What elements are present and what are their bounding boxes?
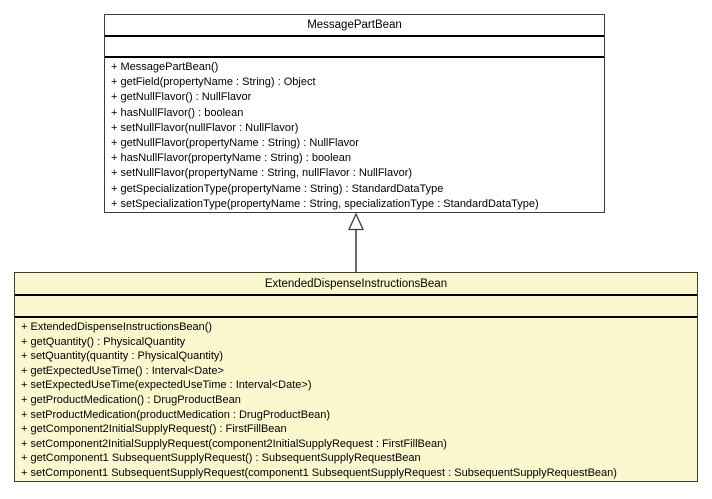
class-box-extended-dispense-instructions-bean: ExtendedDispenseInstructionsBean + Exten… xyxy=(14,272,698,482)
class-name-extended-dispense-instructions-bean: ExtendedDispenseInstructionsBean xyxy=(15,273,697,296)
method-item: + getComponent1 SubsequentSupplyRequest(… xyxy=(21,452,421,465)
method-item: + getQuantity() : PhysicalQuantity xyxy=(21,335,186,348)
method-item: + setQuantity(quantity : PhysicalQuantit… xyxy=(21,350,224,363)
methods-compartment: + MessagePartBean() + getField(propertyNa… xyxy=(105,58,604,212)
method-item: + getComponent2InitialSupplyRequest() : … xyxy=(21,423,287,436)
class-box-message-part-bean: MessagePartBean + MessagePartBean() + get… xyxy=(104,14,605,213)
method-item: + setNullFlavor(propertyName : String, n… xyxy=(111,167,413,180)
attributes-compartment xyxy=(105,37,604,58)
method-item: + getSpecializationType(propertyName : S… xyxy=(111,182,444,195)
method-item: + getExpectedUseTime() : Interval<Date> xyxy=(21,364,224,377)
method-item: + setNullFlavor(nullFlavor : NullFlavor) xyxy=(111,121,299,134)
method-item: + getProductMedication() : DrugProductBe… xyxy=(21,393,241,406)
method-item: + setExpectedUseTime(expectedUseTime : I… xyxy=(21,379,312,392)
method-item: + hasNullFlavor(propertyName : String) :… xyxy=(111,152,351,165)
method-item: + getNullFlavor() : NullFlavor xyxy=(111,91,252,104)
method-item: + setSpecializationType(propertyName : S… xyxy=(111,197,539,210)
method-item: + MessagePartBean() xyxy=(111,61,219,73)
hollow-triangle-arrowhead xyxy=(347,212,365,231)
attributes-compartment xyxy=(15,296,697,318)
method-item: + hasNullFlavor() : boolean xyxy=(111,106,244,119)
method-item: + getNullFlavor(propertyName : String) :… xyxy=(111,137,359,150)
method-item: + setComponent1 SubsequentSupplyRequest(… xyxy=(21,466,617,479)
method-item: + setProductMedication(productMedication… xyxy=(21,408,331,421)
class-name-message-part-bean: MessagePartBean xyxy=(105,15,604,37)
methods-compartment: + ExtendedDispenseInstructionsBean() + ge… xyxy=(15,318,697,481)
method-item: + ExtendedDispenseInstructionsBean() xyxy=(21,321,213,333)
method-item: + setComponent2InitialSupplyRequest(comp… xyxy=(21,437,447,450)
method-item: + getField(propertyName : String) : Obje… xyxy=(111,76,316,89)
